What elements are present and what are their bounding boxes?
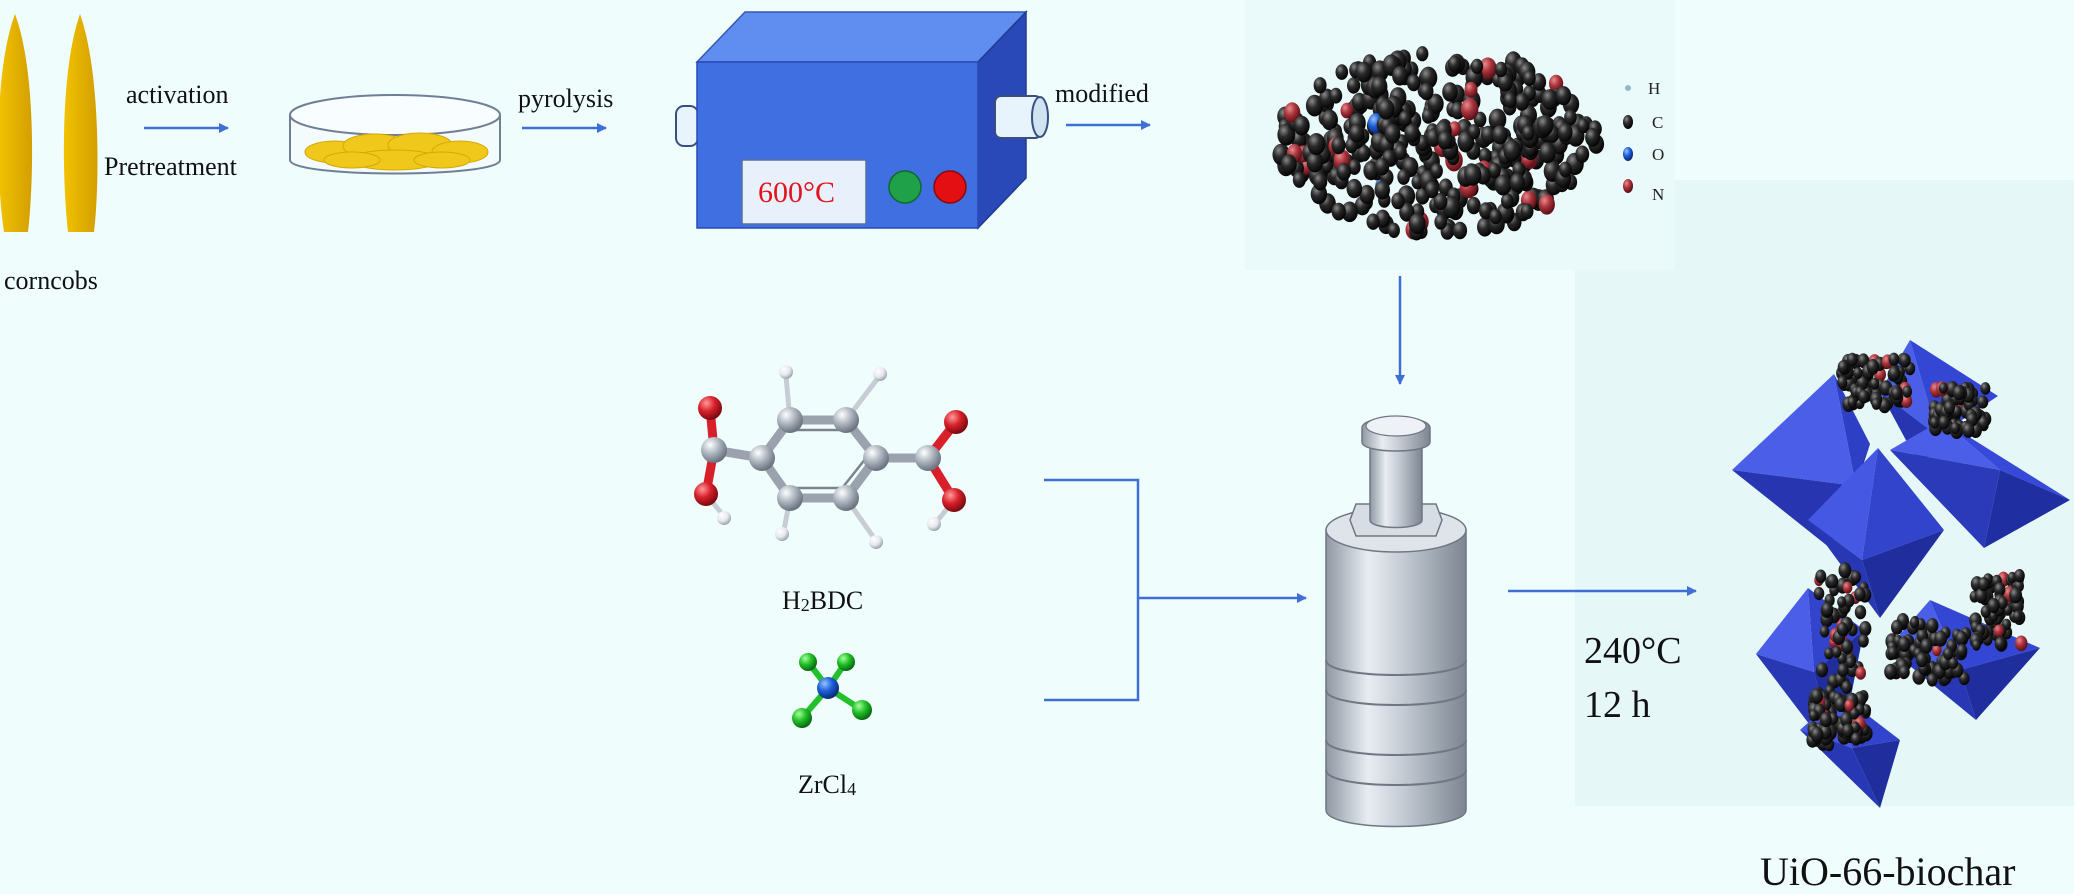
modified-label: modified xyxy=(1055,79,1149,108)
reaction-temperature: 240°C xyxy=(1584,630,1682,672)
pretreatment-label: Pretreatment xyxy=(104,152,237,181)
corncobs-label: corncobs xyxy=(4,266,98,295)
legend-c-dot xyxy=(1623,115,1633,129)
legend-o-dot xyxy=(1623,147,1633,161)
product-label: UiO-66-biochar xyxy=(1760,849,2016,894)
legend-o-label: O xyxy=(1652,145,1665,164)
biochar-chains xyxy=(1806,352,2028,752)
atom-legend xyxy=(1623,85,1633,193)
legend-h-label: H xyxy=(1648,79,1661,98)
uio66-octahedra xyxy=(1732,340,2070,808)
furnace-temperature: 600°C xyxy=(758,176,836,209)
legend-c-label: C xyxy=(1652,113,1664,132)
furnace xyxy=(675,10,1049,230)
h2bdc-main: H xyxy=(782,586,801,615)
legend-n-dot xyxy=(1623,179,1633,193)
autoclave-reactor xyxy=(1325,415,1467,828)
petri-dish xyxy=(289,94,501,175)
h2bdc-molecule xyxy=(694,365,968,549)
legend-n-label: N xyxy=(1652,185,1665,204)
activation-label: activation xyxy=(126,80,229,109)
zrcl4-subscript: 4 xyxy=(847,779,857,799)
zrcl4-main: ZrCl xyxy=(798,770,848,799)
reagent-bracket xyxy=(1044,478,1140,702)
reaction-time: 12 h xyxy=(1584,684,1651,726)
h2bdc-label: H2BDC xyxy=(782,586,864,615)
pyrolysis-label: pyrolysis xyxy=(518,84,614,113)
zrcl4-molecule xyxy=(792,653,872,728)
legend-h-dot xyxy=(1625,85,1631,91)
h2bdc-rest: BDC xyxy=(809,586,864,615)
biochar-molecule xyxy=(1272,46,1605,241)
h2bdc-subscript: 2 xyxy=(800,595,810,615)
zrcl4-label: ZrCl4 xyxy=(798,770,857,799)
corncobs-illustration xyxy=(0,14,98,232)
